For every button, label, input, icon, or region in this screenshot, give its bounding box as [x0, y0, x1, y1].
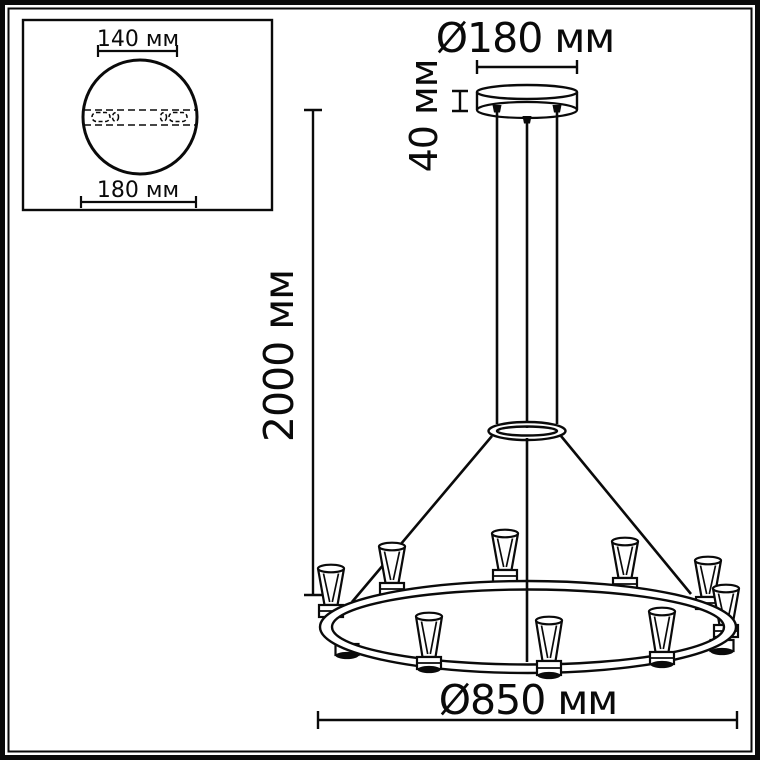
suspension-wires — [492, 105, 562, 428]
canopy-top-face — [475, 83, 579, 101]
cone-lamp — [490, 528, 520, 584]
ring-diameter-dim-line — [316, 711, 739, 729]
canopy-diameter-dim-line — [475, 60, 579, 74]
cone-lamp — [647, 606, 677, 669]
suspension-length-label: 2000 мм — [255, 270, 303, 442]
mounting-slot-left — [91, 111, 111, 123]
lamps-back-row — [316, 528, 741, 660]
ceiling-canopy — [475, 83, 579, 120]
inner-frame-border — [7, 7, 753, 753]
wire-grip-left — [492, 105, 502, 113]
cone-lamp — [414, 611, 444, 674]
hole-spacing-label: 140 мм — [97, 27, 179, 52]
cone-lamp — [534, 615, 564, 680]
mounting-centerlines — [84, 109, 196, 126]
strut-right — [559, 435, 693, 595]
canopy-sides — [475, 92, 579, 110]
suspension-length-dim-line — [304, 108, 322, 597]
hole-spacing-dim-line — [96, 45, 179, 57]
strut-left — [351, 435, 493, 603]
lamps-front-row — [414, 606, 677, 680]
inset-box — [21, 18, 274, 212]
canopy-diameter-label: Ø180 мм — [436, 14, 614, 62]
mounting-hole-right — [159, 112, 168, 122]
cone-lamp — [377, 541, 407, 597]
plate-diameter-label: 180 мм — [97, 178, 179, 203]
canopy-height-dim-marker — [452, 89, 468, 113]
ring-diameter-label: Ø850 мм — [439, 676, 617, 724]
wire-grip-center — [522, 116, 532, 124]
mounting-hole-left — [111, 112, 120, 122]
wire-grip-right — [552, 105, 562, 113]
inset-top-view: 140 мм 180 мм — [21, 18, 274, 212]
canopy-bottom-face — [475, 100, 579, 120]
plate-diameter-dim-line — [79, 196, 198, 208]
mounting-slot-right — [168, 111, 188, 123]
mounting-plate-circle — [81, 58, 199, 176]
canopy-height-label: 40 мм — [402, 60, 446, 173]
cone-lamp — [610, 536, 640, 592]
hub-ring — [487, 420, 567, 442]
mounting-slots — [91, 111, 188, 123]
